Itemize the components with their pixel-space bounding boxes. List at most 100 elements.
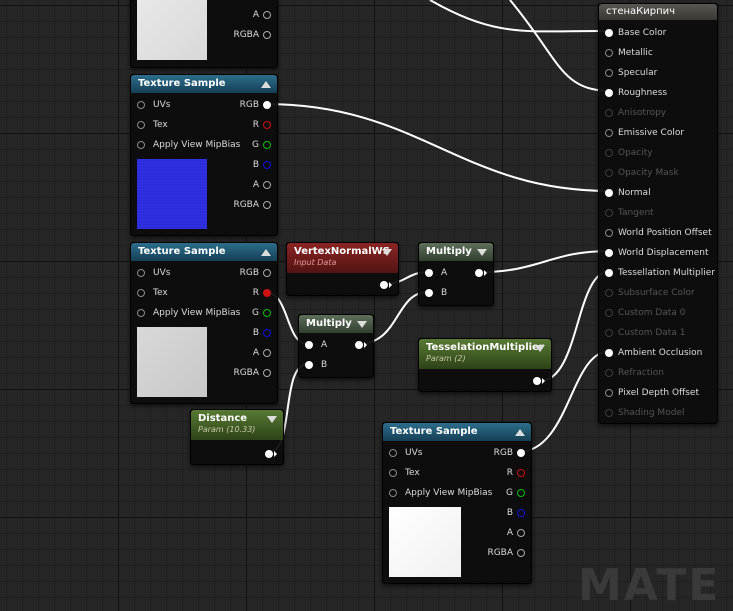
- pin-out-rgb[interactable]: [517, 448, 525, 457]
- material-input-tessellation-multiplier[interactable]: Tessellation Multiplier: [605, 267, 715, 279]
- input-mipbias[interactable]: Apply View MipBias: [137, 139, 240, 151]
- texture-sample-node-ao[interactable]: Texture Sample UVs Tex Apply View MipBia…: [382, 422, 532, 584]
- pin-in[interactable]: [605, 268, 613, 277]
- input-a[interactable]: A: [425, 267, 447, 279]
- pin-out[interactable]: [533, 376, 541, 385]
- pin-in[interactable]: [605, 348, 613, 357]
- output-pin[interactable]: [355, 339, 367, 351]
- pin-in[interactable]: [605, 228, 613, 237]
- pin-in-mipbias[interactable]: [137, 308, 145, 317]
- pin-out-g[interactable]: [263, 140, 271, 149]
- input-uvs[interactable]: UVs: [137, 267, 170, 279]
- pin-out-b[interactable]: [517, 508, 525, 517]
- node-header[interactable]: Texture Sample: [131, 243, 277, 261]
- pin-in[interactable]: [605, 188, 613, 197]
- pin-out-rgba[interactable]: [263, 30, 271, 39]
- material-input-specular[interactable]: Specular: [605, 67, 657, 79]
- material-input-emissive-color[interactable]: Emissive Color: [605, 127, 684, 139]
- output-rgba[interactable]: RGBA: [233, 199, 271, 211]
- output-rgb[interactable]: RGB: [240, 99, 271, 111]
- pin-in-uvs[interactable]: [137, 100, 145, 109]
- output-a[interactable]: A: [253, 347, 271, 359]
- pin-in-b[interactable]: [425, 288, 433, 297]
- material-input-ambient-occlusion[interactable]: Ambient Occlusion: [605, 347, 702, 359]
- input-tex[interactable]: Tex: [137, 287, 168, 299]
- pin-out-r[interactable]: [263, 120, 271, 129]
- node-header[interactable]: Multiply: [419, 243, 493, 261]
- pin-out-b[interactable]: [263, 160, 271, 169]
- pin-in[interactable]: [605, 28, 613, 37]
- pin-in[interactable]: [605, 68, 613, 77]
- material-input-pixel-depth-offset[interactable]: Pixel Depth Offset: [605, 387, 699, 399]
- pin-in-tex[interactable]: [389, 468, 397, 477]
- output-r[interactable]: R: [253, 287, 271, 299]
- pin-out-a[interactable]: [263, 180, 271, 189]
- collapse-icon[interactable]: [515, 429, 525, 436]
- pin-in-uvs[interactable]: [137, 268, 145, 277]
- input-uvs[interactable]: UVs: [137, 99, 170, 111]
- pin-out[interactable]: [265, 449, 273, 458]
- pin-in[interactable]: [605, 388, 613, 397]
- input-mipbias[interactable]: Apply View MipBias: [389, 487, 492, 499]
- output-rgba[interactable]: RGBA: [233, 367, 271, 379]
- pin-out-a[interactable]: [263, 10, 271, 19]
- pin-in-mipbias[interactable]: [389, 488, 397, 497]
- pin-in[interactable]: [605, 248, 613, 257]
- input-mipbias[interactable]: Apply View MipBias: [137, 307, 240, 319]
- pin-in-mipbias[interactable]: [137, 140, 145, 149]
- node-header[interactable]: Texture Sample: [383, 423, 531, 441]
- output-pin[interactable]: [265, 448, 277, 460]
- texture-sample-node-normal[interactable]: Texture Sample UVs Tex Apply View MipBia…: [130, 74, 278, 236]
- collapse-icon[interactable]: [535, 345, 545, 352]
- collapse-icon[interactable]: [357, 321, 367, 328]
- input-a[interactable]: A: [305, 339, 327, 351]
- pin-out-rgb[interactable]: [263, 268, 271, 277]
- input-b[interactable]: B: [425, 287, 447, 299]
- multiply-node-2[interactable]: Multiply A B: [298, 314, 374, 378]
- pin-out-r[interactable]: [517, 468, 525, 477]
- texture-sample-node-height[interactable]: Texture Sample UVs Tex Apply View MipBia…: [130, 242, 278, 404]
- pin-out-a[interactable]: [263, 348, 271, 357]
- output-r[interactable]: R: [507, 467, 525, 479]
- pin-in-tex[interactable]: [137, 288, 145, 297]
- pin-out[interactable]: [475, 268, 483, 277]
- material-input-roughness[interactable]: Roughness: [605, 87, 667, 99]
- output-a[interactable]: A: [253, 179, 271, 191]
- output-rgba[interactable]: RGBA: [487, 547, 525, 559]
- collapse-icon[interactable]: [261, 249, 271, 256]
- pin-out-g[interactable]: [517, 488, 525, 497]
- output-b[interactable]: B: [507, 507, 525, 519]
- pin-out-rgba[interactable]: [263, 368, 271, 377]
- output-g[interactable]: G: [506, 487, 525, 499]
- output-pin[interactable]: [380, 279, 392, 291]
- collapse-icon[interactable]: [382, 249, 392, 256]
- output-pin[interactable]: [475, 267, 487, 279]
- input-b[interactable]: B: [305, 359, 327, 371]
- pin-in-a[interactable]: [305, 340, 313, 349]
- input-uvs[interactable]: UVs: [389, 447, 422, 459]
- output-rgba[interactable]: RGBA: [233, 29, 271, 41]
- pin-out-b[interactable]: [263, 328, 271, 337]
- output-rgb[interactable]: RGB: [494, 447, 525, 459]
- pin-out-rgba[interactable]: [263, 200, 271, 209]
- pin-in-a[interactable]: [425, 268, 433, 277]
- pin-out-r[interactable]: [263, 288, 271, 297]
- collapse-icon[interactable]: [261, 81, 271, 88]
- material-input-world-displacement[interactable]: World Displacement: [605, 247, 709, 259]
- pin-in[interactable]: [605, 128, 613, 137]
- pin-out-rgba[interactable]: [517, 548, 525, 557]
- output-b[interactable]: B: [253, 159, 271, 171]
- node-header[interactable]: Texture Sample: [131, 75, 277, 93]
- output-a[interactable]: A: [253, 9, 271, 21]
- pin-out-a[interactable]: [517, 528, 525, 537]
- output-rgb[interactable]: RGB: [240, 267, 271, 279]
- pin-out[interactable]: [355, 340, 363, 349]
- material-input-normal[interactable]: Normal: [605, 187, 651, 199]
